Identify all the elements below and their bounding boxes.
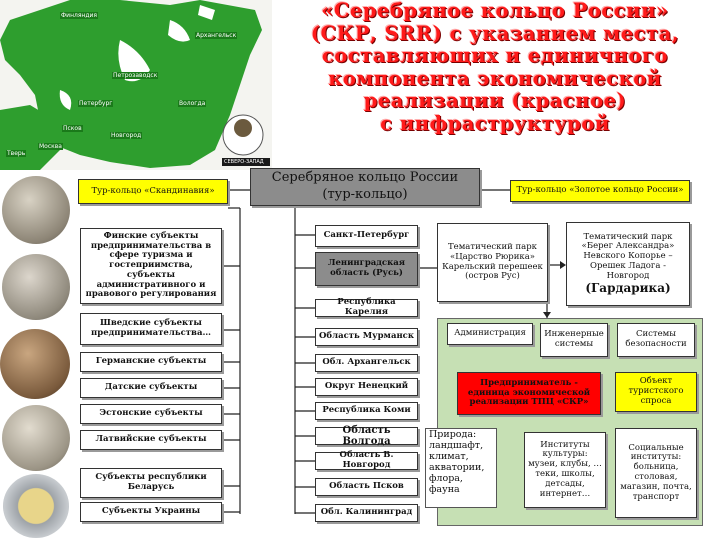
- golden-ring-box: Тур-кольцо «Золотое кольцо России»: [510, 180, 690, 202]
- coin-image: [2, 176, 70, 244]
- title-line: компонента экономической: [328, 66, 662, 90]
- region-box: Ленинградская область (Русь): [315, 252, 418, 286]
- theme-park-alexander-big: (Гардарика): [585, 280, 671, 295]
- security-box: Системы безопасности: [617, 323, 695, 357]
- center-title-line2: (тур-кольцо): [322, 187, 408, 202]
- map-label: Финляндия: [60, 12, 99, 19]
- region-box: Область Волгода: [315, 425, 418, 447]
- map-label: Вологда: [178, 100, 207, 107]
- title-line: с инфраструктурой: [380, 111, 610, 135]
- golden-ring-label: Тур-кольцо «Золотое кольцо России»: [516, 185, 684, 196]
- title-line: реализации (красное): [363, 89, 627, 112]
- theme-park-rurik-box: Тематический парк «Царство Рюрика» Карел…: [437, 223, 548, 302]
- center-silver-ring-box: Серебряное кольцо России (тур-кольцо): [250, 168, 480, 206]
- coin-strip: [0, 172, 74, 540]
- theme-park-alexander-text: Тематический парк «Берег Александра» Нев…: [581, 231, 675, 281]
- theme-park-alexander-box: Тематический парк «Берег Александра» Нев…: [566, 222, 690, 306]
- coin-image: [2, 405, 70, 471]
- subject-box-ukraine: Субъекты Украины: [80, 502, 222, 522]
- center-title-line1: Серебряное кольцо России: [271, 170, 459, 186]
- subject-box-latvia: Латвийские субъекты: [80, 430, 222, 450]
- map-image: Финляндия Архангельск Петрозаводск Петер…: [0, 0, 272, 170]
- coin-image: [2, 254, 70, 320]
- entrepreneur-box: Предприниматель - единица экономической …: [457, 372, 601, 415]
- nature-box: Природа: ландшафт, климат, акватории, фл…: [425, 428, 497, 508]
- region-box: Обл. Архангельск: [315, 354, 418, 372]
- tourist-object-box: Объект туристского спроса: [615, 372, 697, 412]
- region-box: Республика Карелия: [315, 297, 418, 317]
- admin-box: Администрация: [447, 323, 533, 345]
- map-stamp-text: СЕВЕРО-ЗАПАД: [224, 159, 264, 165]
- culture-box: Институты культуры: музеи, клубы, …теки,…: [524, 432, 606, 508]
- region-box: Область Мурманск: [315, 328, 418, 346]
- map-label: Москва: [38, 143, 63, 150]
- coin-image: [3, 474, 69, 538]
- subject-box-denmark: Датские субъекты: [80, 378, 222, 398]
- scandinavia-ring-label: Тур-кольцо «Скандинавия»: [91, 185, 215, 196]
- subject-box-estonia: Эстонские субъекты: [80, 404, 222, 424]
- title-line: (СКР, SRR) с указанием места,: [310, 21, 680, 45]
- map-label: Петрозаводск: [112, 72, 159, 79]
- page-title: «Серебряное кольцо России» (СКР, SRR) с …: [270, 0, 720, 135]
- coin-image: [0, 329, 70, 399]
- subject-box-finland: Финские субъекты предпринимательства в с…: [80, 228, 222, 304]
- subject-box-germany: Германские субъекты: [80, 352, 222, 372]
- map-shapes: [0, 0, 272, 170]
- region-box: Округ Ненецкий: [315, 378, 418, 396]
- subject-box-belarus: Субъекты республики Беларусь: [80, 468, 222, 498]
- engineering-box: Инженерные системы: [540, 323, 608, 357]
- map-label: Тверь: [6, 150, 27, 157]
- region-box: Область Псков: [315, 478, 418, 496]
- map-label: Петербург: [78, 100, 114, 107]
- region-box: Обл. Калининград: [315, 504, 418, 522]
- title-line: составляющих и единичного: [321, 44, 668, 67]
- map-label: Новгород: [110, 132, 143, 139]
- map-label: Архангельск: [195, 32, 238, 39]
- subject-box-sweden: Шведские субъекты предпринимательства…: [80, 313, 222, 345]
- map-label: Псков: [62, 125, 83, 132]
- title-line: «Серебряное кольцо России»: [321, 0, 669, 22]
- region-box: Республика Коми: [315, 402, 418, 420]
- social-box: Социальные институты: больница, столовая…: [615, 428, 697, 518]
- scandinavia-ring-box: Тур-кольцо «Скандинавия»: [78, 179, 228, 204]
- region-box: Область В. Новгород: [315, 450, 418, 470]
- region-box: Санкт-Петербург: [315, 225, 418, 247]
